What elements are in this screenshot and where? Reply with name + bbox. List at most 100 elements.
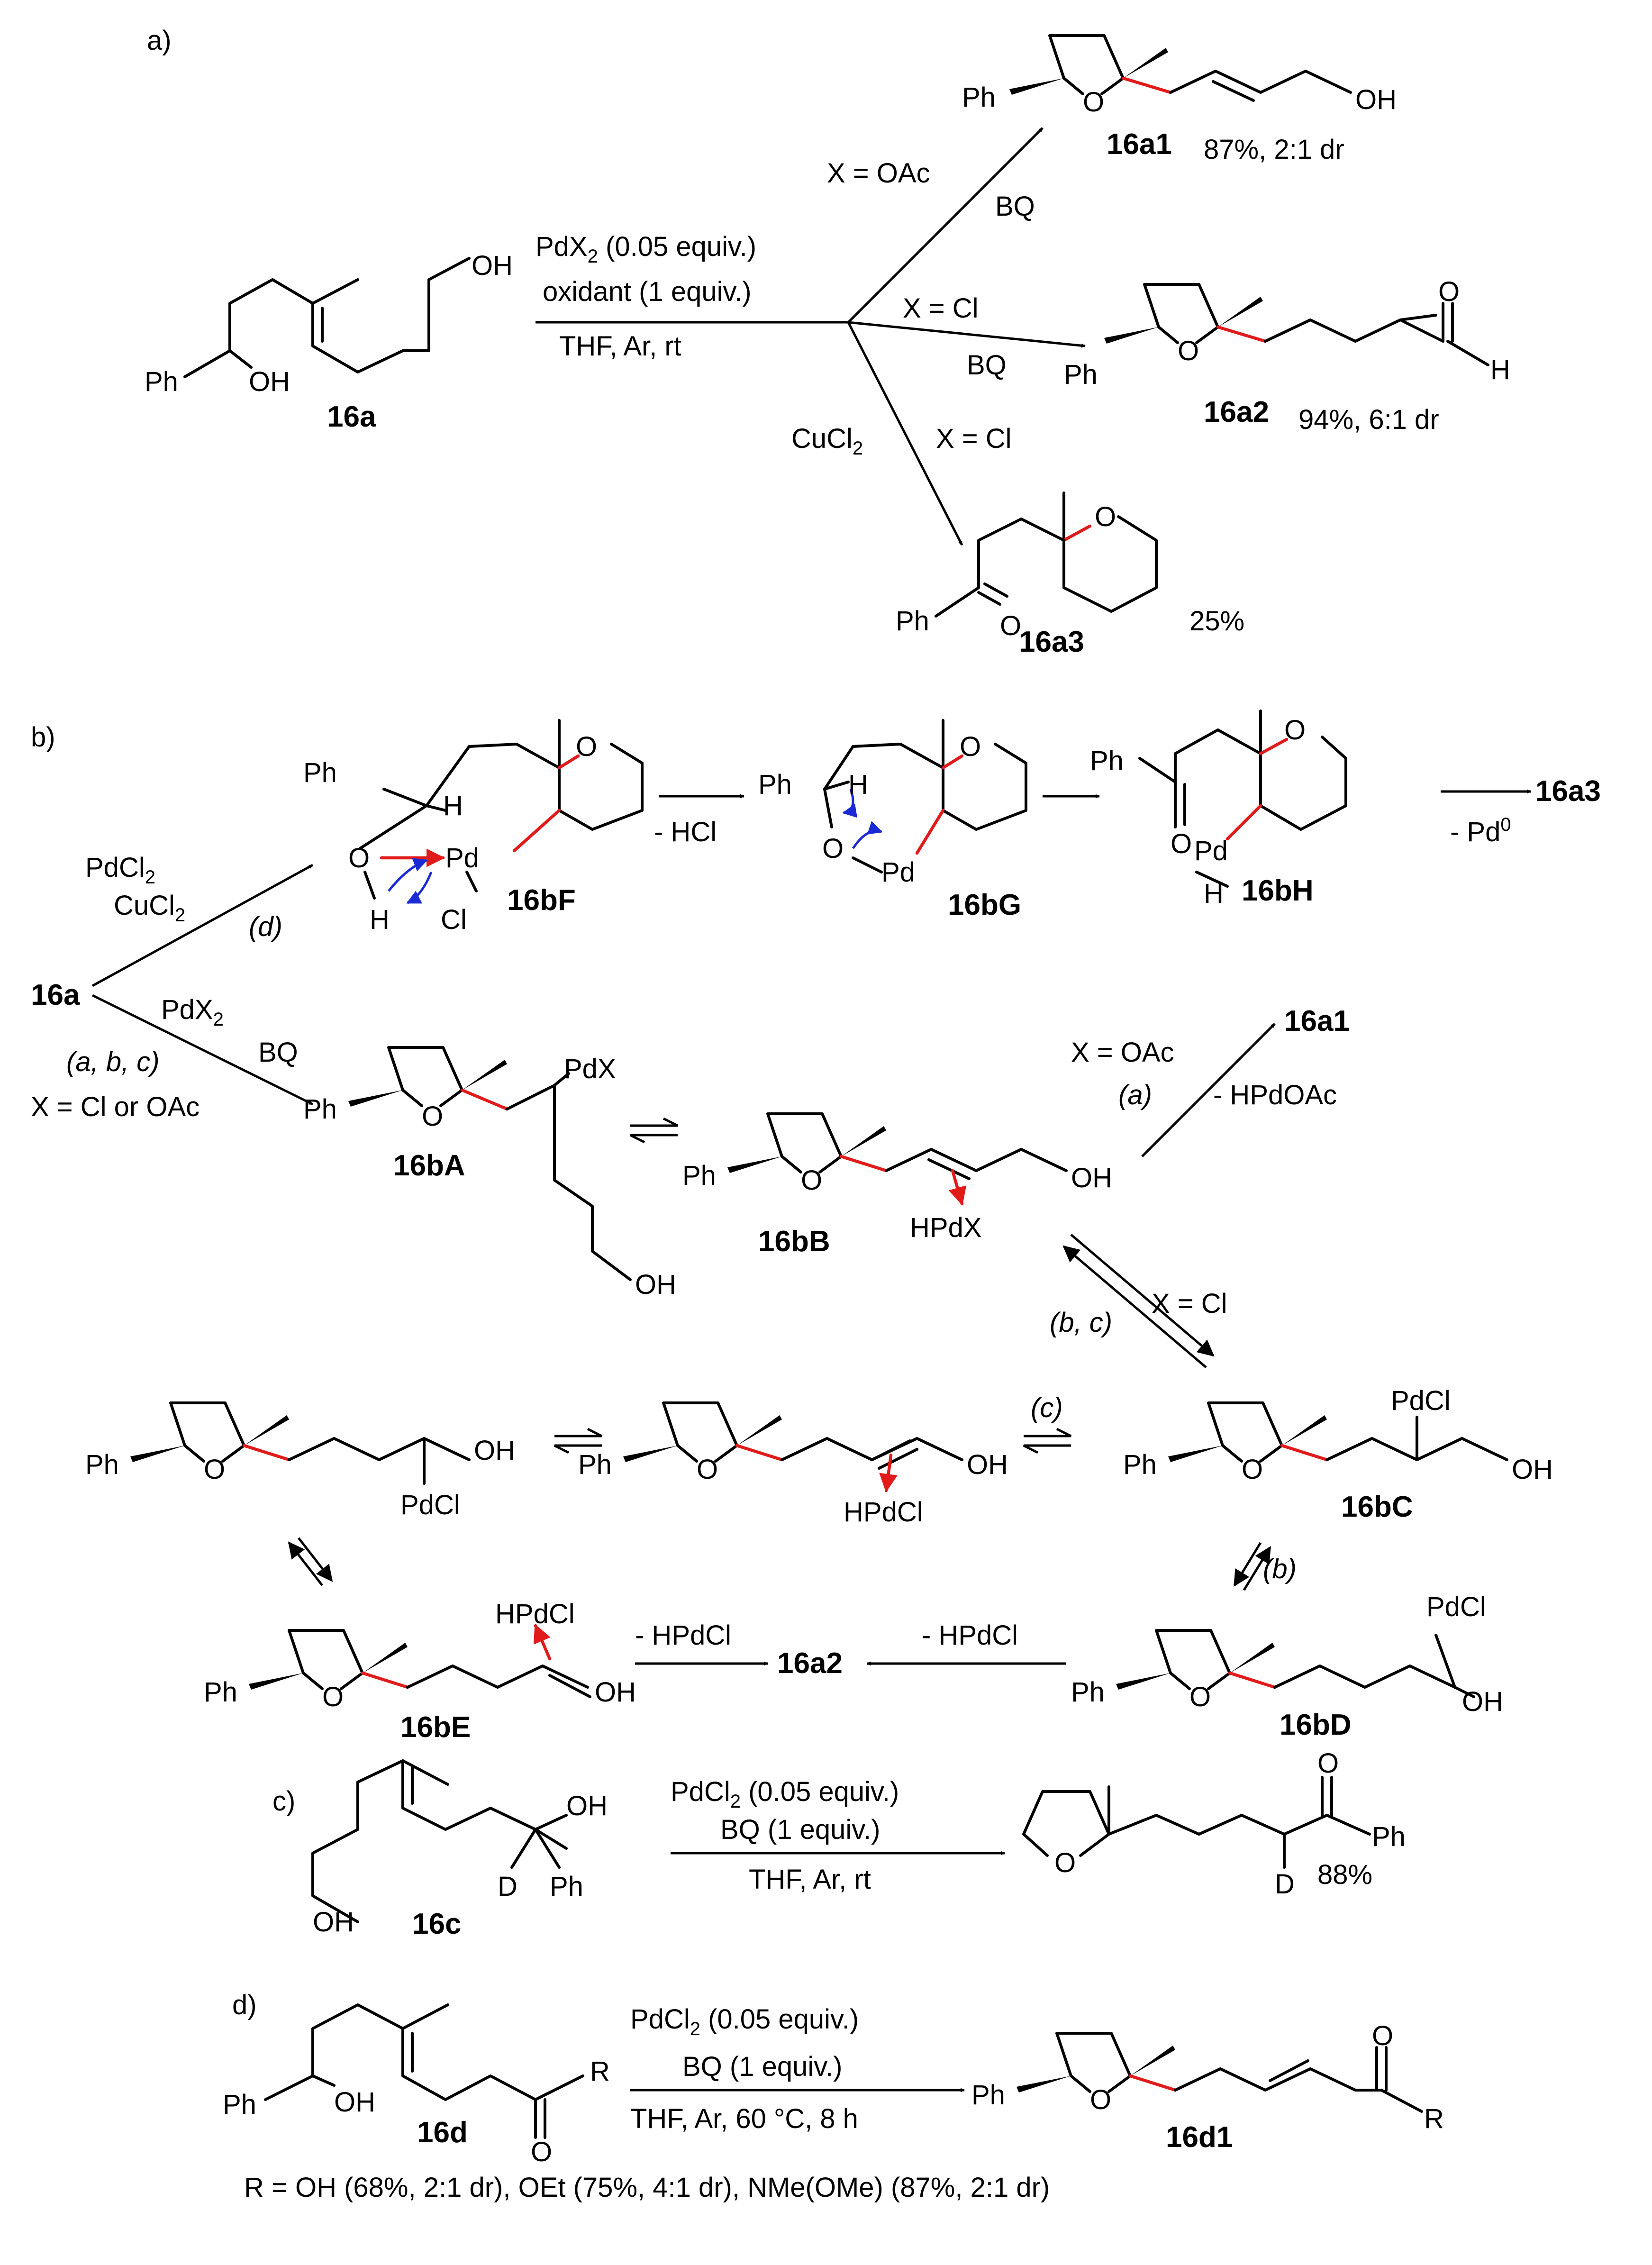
condition-b-x-cl-or-oac: X = Cl or OAc (31, 1092, 200, 1122)
atom-OH: OH (1512, 1454, 1553, 1485)
compound-label-16c: 16c (412, 1908, 461, 1940)
atom-H: H (1204, 878, 1224, 909)
condition-b-bc: (b, c) (1050, 1307, 1112, 1338)
atom-Pd: Pd (881, 857, 915, 888)
atom-Ph: Ph (682, 1160, 716, 1191)
condition-d-bq: BQ (1 equiv.) (682, 2051, 842, 2082)
atom-HPdCl: HPdCl (844, 1497, 923, 1528)
condition-b-abc: (a, b, c) (66, 1046, 160, 1077)
atom-O: O (576, 731, 597, 762)
condition-b-hpdoac: - HPdOAc (1213, 1080, 1337, 1110)
atom-Ph: Ph (578, 1449, 612, 1480)
condition-c-catalyst: PdCl2 (0.05 equiv.) (671, 1776, 899, 1812)
atom-H: H (1490, 355, 1510, 385)
compound-label-16bC: 16bC (1341, 1491, 1413, 1523)
atom-R: R (1424, 2103, 1444, 2134)
condition-b-x-cl: X = Cl (1152, 1288, 1227, 1319)
equilibrium-arrow-left-16bE (288, 1537, 333, 1586)
atom-O: O (697, 1454, 718, 1485)
condition-b-a: (a) (1118, 1080, 1152, 1110)
atom-R: R (590, 2056, 610, 2087)
condition-minus-pd0: - Pd0 (1450, 814, 1511, 847)
yield-c: 88% (1317, 1859, 1372, 1890)
compound-label-16a3-b: 16a3 (1535, 775, 1601, 808)
atom-HPdCl: HPdCl (495, 1599, 575, 1629)
panel-label-b: b) (31, 722, 55, 753)
compound-label-16d: 16d (417, 2116, 468, 2149)
atom-O: O (348, 843, 370, 873)
arrow-16bB-to-16a1 (1141, 1023, 1276, 1157)
condition-bq: BQ (995, 191, 1035, 222)
condition-b-bq: BQ (258, 1037, 298, 1068)
atom-O: O (531, 2137, 552, 2167)
compound-label-16a1-b: 16a1 (1284, 1005, 1350, 1037)
atom-OH: OH (249, 366, 290, 397)
compound-16d1-structure: Ph O O R (971, 2020, 1444, 2134)
compound-label-16d1: 16d1 (1166, 2121, 1233, 2154)
atom-D: D (498, 1871, 517, 1902)
equilibrium-arrow-16bC-16bD (1233, 1542, 1271, 1591)
atom-OH: OH (472, 250, 513, 281)
condition-a-catalyst: PdX2 (0.05 equiv.) (536, 231, 756, 267)
atom-Cl: Cl (441, 904, 467, 935)
compound-label-16a3: 16a3 (1019, 626, 1084, 658)
compound-label-16a2-b: 16a2 (777, 1647, 843, 1680)
panel-label-c: c) (272, 1786, 295, 1817)
atom-Ph: Ph (1071, 1677, 1105, 1708)
condition-a-solvent: THF, Ar, rt (559, 331, 681, 362)
panel-label-a: a) (147, 25, 172, 56)
panel-label-d: d) (232, 1990, 257, 2020)
atom-O: O (1438, 276, 1460, 307)
condition-b-cucl2: CuCl2 (114, 890, 185, 926)
condition-b-pdx2: PdX2 (161, 994, 224, 1030)
atom-O: O (1054, 1847, 1076, 1878)
compound-label-16bH: 16bH (1242, 874, 1314, 907)
compound-16bH-structure: Ph O Pd H O (1090, 710, 1347, 909)
condition-b-d: (d) (249, 911, 282, 942)
atom-OH: OH (1071, 1163, 1112, 1193)
equilibrium-arrow-middle-left (554, 1428, 603, 1454)
atom-O: O (1083, 87, 1104, 118)
compound-16bD-structure: Ph O PdCl OH (1071, 1592, 1503, 1717)
atom-O: O (204, 1454, 225, 1485)
compound-label-16bB: 16bB (758, 1225, 830, 1258)
compound-16a1-structure: Ph O OH (962, 34, 1397, 118)
atom-O: O (322, 1682, 344, 1712)
atom-HPdX: HPdX (910, 1212, 982, 1243)
atom-H: H (370, 904, 390, 935)
condition-c-solvent: THF, Ar, rt (749, 1864, 871, 1895)
compound-16bC-structure: Ph O PdCl OH (1123, 1385, 1553, 1485)
compound-label-16bE: 16bE (400, 1711, 471, 1744)
atom-Ph: Ph (962, 82, 996, 113)
yield-16a2: 94%, 6:1 dr (1298, 404, 1439, 435)
atom-OH: OH (334, 2087, 375, 2118)
branch-arrow-16a2 (848, 321, 1086, 348)
atom-O: O (1189, 1682, 1211, 1712)
atom-OH: OH (1355, 84, 1397, 115)
atom-Ph: Ph (896, 606, 929, 637)
condition-cucl2: CuCl2 (791, 423, 863, 459)
atom-OH: OH (474, 1435, 515, 1466)
condition-b-pdcl2: PdCl2 (85, 852, 155, 888)
condition-c-bq: BQ (1 equiv.) (720, 1814, 880, 1845)
condition-minus-hcl: - HCl (654, 817, 717, 847)
compound-16bB-structure: Ph O OH HPdX (682, 1112, 1112, 1243)
atom-Ph: Ph (1090, 746, 1124, 776)
arrow-to-16bF (91, 864, 314, 987)
compound-label-16bA: 16bA (393, 1149, 465, 1182)
compound-16a-structure: Ph OH OH (145, 250, 513, 397)
atom-Pd: Pd (1194, 836, 1228, 866)
atom-O: O (1317, 1748, 1339, 1779)
atom-O: O (1000, 610, 1021, 641)
atom-Ph: Ph (1123, 1449, 1157, 1480)
condition-b-minus-hpdcl-right: - HPdCl (922, 1620, 1018, 1651)
atom-Ph: Ph (303, 757, 337, 788)
equilibrium-arrow-16bA-16bB (629, 1117, 679, 1144)
condition-b-minus-hpdcl-left: - HPdCl (635, 1620, 731, 1651)
compound-16c-product-structure: O O Ph D (1022, 1748, 1406, 1900)
yield-16a3: 25% (1189, 606, 1244, 637)
atom-OH: OH (635, 1269, 676, 1300)
atom-Ph: Ph (1372, 1821, 1406, 1852)
atom-O: O (1171, 828, 1192, 859)
atom-O: O (960, 731, 981, 762)
